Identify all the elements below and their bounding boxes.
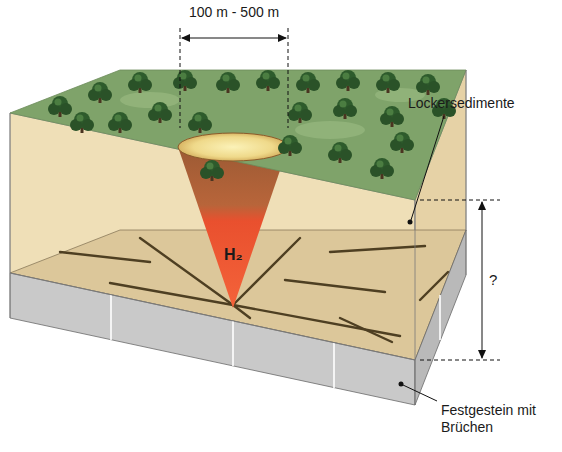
leader-dot xyxy=(399,382,404,387)
tree xyxy=(296,72,320,93)
depth-label-text: ? xyxy=(489,271,497,288)
tree xyxy=(256,70,280,91)
tree xyxy=(370,158,394,179)
layer-label-text: Festgestein mit Brüchen xyxy=(441,402,536,435)
layer-label: Festgestein mit Brüchen xyxy=(441,402,541,436)
leader-lines xyxy=(399,116,445,401)
meadow-patches xyxy=(120,88,425,139)
fracture xyxy=(330,246,425,252)
depth-label: ? xyxy=(489,271,497,288)
arrowhead xyxy=(181,34,190,42)
joint xyxy=(110,295,112,340)
dimension-guide xyxy=(420,360,500,361)
tree xyxy=(200,160,224,181)
edge xyxy=(10,273,415,360)
gas-label-text: H₂ xyxy=(224,246,243,263)
arrowhead xyxy=(278,34,287,42)
leader-line xyxy=(403,385,437,401)
forest-surface xyxy=(10,70,466,200)
arrowhead xyxy=(478,350,486,359)
tree xyxy=(380,106,404,127)
dimension-line xyxy=(182,38,286,39)
layer-label: Lockersedimente xyxy=(408,95,515,112)
tree xyxy=(216,72,240,93)
gas-label: H₂ xyxy=(224,246,243,263)
cone-top xyxy=(178,133,288,161)
tree xyxy=(148,102,172,123)
dimension-guide xyxy=(288,28,289,128)
dimension-guide xyxy=(420,200,500,201)
leader-dot xyxy=(408,220,413,225)
dimension-line xyxy=(482,202,483,358)
patch xyxy=(120,92,180,108)
fracture xyxy=(340,318,392,342)
depth-dimension xyxy=(420,200,500,360)
dimension-label: 100 m - 500 m xyxy=(189,4,279,21)
fracture xyxy=(233,305,250,318)
leader-line xyxy=(411,116,444,220)
tree xyxy=(333,98,357,119)
tree xyxy=(376,72,400,93)
tree xyxy=(88,82,112,103)
fracture xyxy=(60,252,150,262)
bedrock-joints xyxy=(111,295,440,388)
tree xyxy=(173,70,197,91)
bedrock-side-face xyxy=(415,230,466,405)
tree xyxy=(336,70,360,91)
joint xyxy=(439,295,441,340)
tree xyxy=(48,96,72,117)
dimension-guide xyxy=(180,28,181,128)
patch xyxy=(295,121,365,139)
joint xyxy=(232,321,234,366)
edge xyxy=(10,113,11,318)
tree xyxy=(278,135,302,156)
tree xyxy=(416,74,440,95)
tree xyxy=(390,132,414,153)
edge xyxy=(415,200,416,405)
layer-label-text: Lockersedimente xyxy=(408,95,515,111)
tree xyxy=(128,72,152,93)
trees xyxy=(48,70,456,181)
dimension-label-text: 100 m - 500 m xyxy=(189,4,279,20)
tree xyxy=(108,112,132,133)
joint xyxy=(333,343,335,388)
tree xyxy=(328,142,352,163)
bedrock-front-face xyxy=(10,273,415,405)
tree xyxy=(288,102,312,123)
tree xyxy=(70,112,94,133)
tree xyxy=(188,112,212,133)
h2-cone xyxy=(178,147,288,308)
fracture xyxy=(285,280,385,292)
width-dimension xyxy=(180,28,288,128)
arrowhead xyxy=(478,201,486,210)
